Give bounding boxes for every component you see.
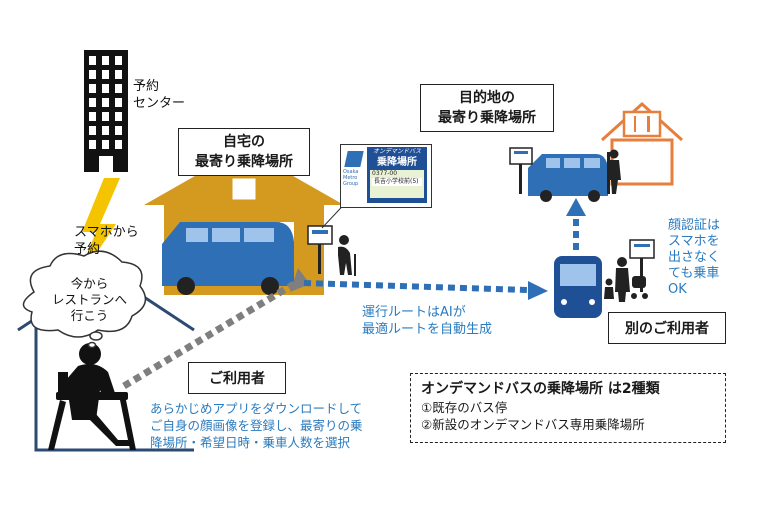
- booking-call-label: スマホから 予約: [74, 224, 139, 258]
- sign-number: 0377-00: [372, 170, 398, 177]
- thought-line3: 行こう: [70, 308, 109, 323]
- reservation-center-label: 予約 センター: [133, 78, 185, 112]
- user-instructions-line2: ご自身の顔画像を登録し、最寄りの乗: [150, 418, 363, 433]
- user-instructions: あらかじめアプリをダウンロードして ご自身の顔画像を登録し、最寄りの乗 降場所・…: [150, 400, 363, 451]
- sign-place: 長吉小学校前(5): [372, 178, 422, 186]
- face-auth-line5: OK: [668, 282, 687, 297]
- destination-stop-line2: 最寄り乗降場所: [438, 110, 536, 126]
- sign-logo-text: Osaka Metro Group: [343, 169, 359, 187]
- booking-call-line2: 予約: [74, 242, 101, 257]
- route-note-line1: 運行ルートはAIが: [362, 305, 466, 320]
- stop-types-title: オンデマンドバスの乗降場所 は2種類: [421, 381, 660, 397]
- sign-logo: Osaka Metro Group: [343, 147, 365, 203]
- elderly-person-icon: [338, 235, 356, 276]
- face-auth-line1: 顔認証は: [668, 218, 721, 233]
- home-stop-line1: 自宅の: [223, 134, 265, 150]
- thought-bubble-text: 今から レストランへ 行こう: [52, 276, 127, 324]
- sign-title: 乗降場所: [377, 157, 417, 168]
- thought-line2: レストランへ: [52, 292, 128, 307]
- home-bus-icon: [162, 222, 294, 295]
- booking-call-line1: スマホから: [74, 225, 139, 240]
- restaurant-icon: [600, 101, 684, 186]
- user-label: ご利用者: [188, 362, 286, 394]
- home-stop-pole-icon: [307, 225, 333, 274]
- destination-bus-icon: [528, 154, 608, 202]
- thought-bubble: [22, 250, 147, 349]
- route-arrows: [122, 198, 586, 390]
- stop-types-box: オンデマンドバスの乗降場所 は2種類 ①既存のバス停 ②新設のオンデマンドバス専…: [410, 373, 726, 443]
- family-icon: [604, 257, 648, 302]
- route-note: 運行ルートはAIが 最適ルートを自動生成: [362, 304, 492, 338]
- user-instructions-line1: あらかじめアプリをダウンロードして: [150, 401, 363, 416]
- reservation-center-line2: センター: [133, 96, 186, 111]
- home-stop-line2: 最寄り乗降場所: [195, 154, 293, 170]
- destination-stop-line1: 目的地の: [459, 90, 515, 106]
- user-instructions-line3: 降場所・希望日時・乗車人数を選択: [150, 435, 351, 450]
- destination-person-icon: [608, 149, 621, 194]
- other-user-label: 別のご利用者: [608, 312, 726, 344]
- seated-user-icon: [48, 343, 136, 450]
- face-auth-line4: ても乗車: [668, 266, 720, 281]
- face-auth-line2: スマホを: [668, 234, 720, 249]
- sign-logo-mark-icon: [344, 151, 364, 167]
- sign-header: オンデマンドバス: [372, 148, 421, 155]
- route-note-line2: 最適ルートを自動生成: [362, 322, 493, 337]
- bus-stop-sign: Osaka Metro Group オンデマンドバス 乗降場所 0377-00 …: [340, 144, 432, 208]
- stop-type-item: ②新設のオンデマンドバス専用乗降場所: [421, 417, 645, 432]
- destination-stop-label: 目的地の 最寄り乗降場所: [420, 84, 554, 132]
- other-user-bus-icon: [554, 256, 602, 318]
- face-auth-line3: 出さなく: [668, 250, 721, 265]
- other-stop-pole-icon: [629, 239, 655, 292]
- reservation-center-line1: 予約: [133, 79, 160, 94]
- stop-type-item: ①既存のバス停: [421, 400, 508, 415]
- thought-line1: 今から: [70, 276, 109, 291]
- face-auth-note: 顔認証は スマホを 出さなく ても乗車 OK: [668, 218, 720, 298]
- office-building-icon: [84, 50, 128, 172]
- home-stop-label: 自宅の 最寄り乗降場所: [178, 128, 310, 176]
